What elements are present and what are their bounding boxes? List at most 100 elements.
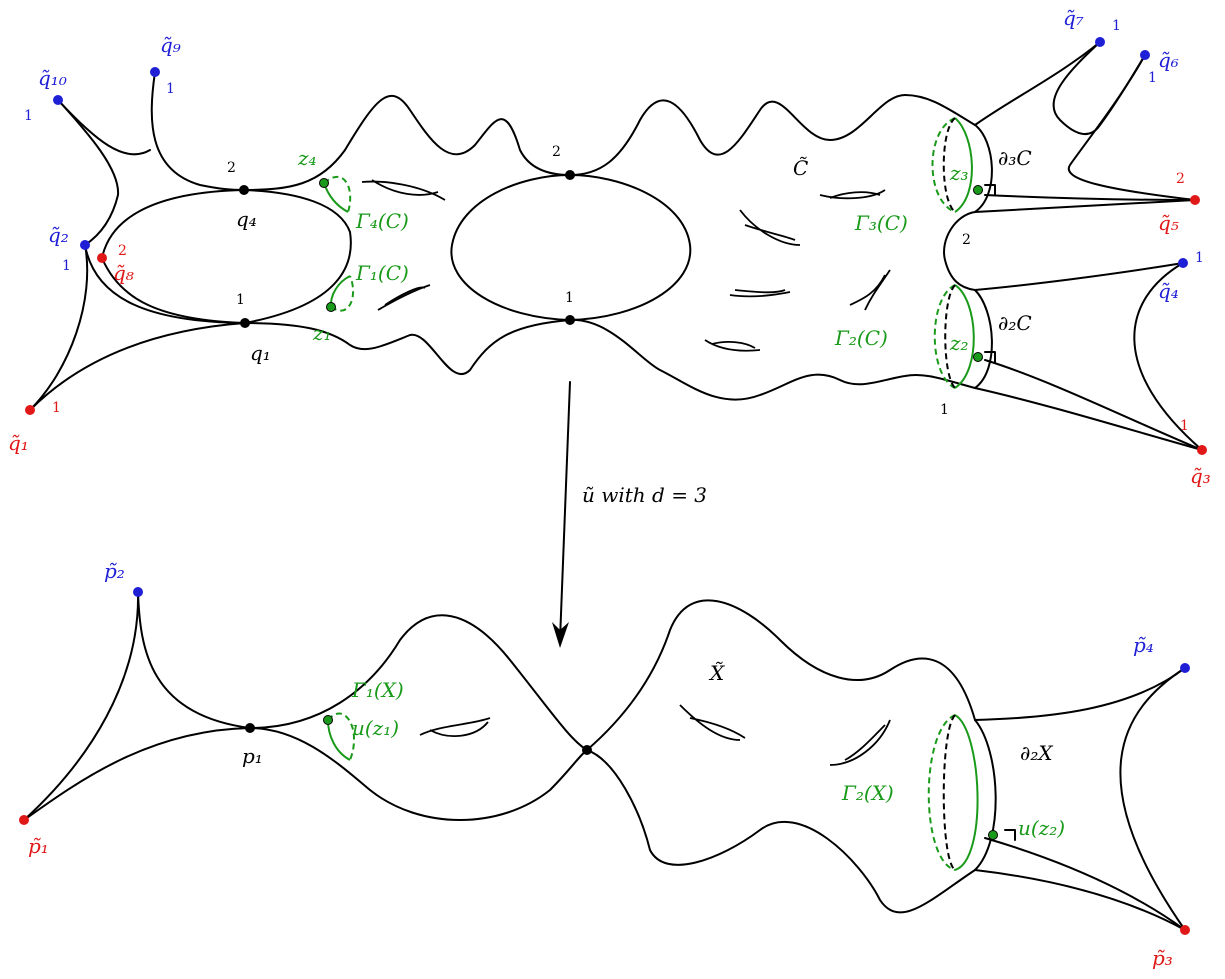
mult-q2: 1 [62,258,71,274]
boundary-d2X [974,719,997,871]
leg-p2-b [23,591,140,821]
puncture-q7 [1095,37,1105,47]
leg-q7 [974,41,1101,126]
mult-q8: 2 [118,243,127,259]
leg-q5-a [984,194,1196,201]
leg-p3-a [984,837,1186,931]
top-surface: C̃ q₄ q₁ ∂₃C ∂₂C Γ₄(C) Γ₁(C) Γ₃(C) Γ₂(C)… [8,6,1211,488]
node-label-q4: q₄ [236,207,257,231]
z-label-3: z₃ [949,161,969,185]
surface-label-X: X̃ [708,661,725,685]
handles-top [361,179,891,352]
mult-mid-bottom: 1 [565,290,574,306]
surface-label-C: C̃ [793,156,808,180]
u-label-z1: u(z₁) [352,716,399,740]
z-label-2: z₂ [949,331,969,355]
puncture-q4 [1178,258,1188,268]
puncture-p4 [1180,663,1190,673]
arrow-label: ũ with d = 3 [582,483,707,507]
mult-q6: 1 [1148,70,1157,86]
mult-node-q4: 2 [227,160,236,176]
mult-q10: 1 [24,108,33,124]
boundary-label-d2X: ∂₂X [1020,741,1053,765]
node-p1 [245,723,255,733]
leg-p3-b [974,869,1186,931]
leg-q3-b [974,387,1203,451]
point-z4 [319,178,329,188]
leg-q1-node-q1 [29,322,246,411]
puncture-q8 [97,253,107,263]
point-z3 [973,185,983,195]
outer-bottom [244,318,976,401]
node-label-p1: p₁ [242,744,263,768]
leg-q7-inner [1052,41,1146,135]
leg-p1 [23,727,251,821]
gamma2X-dash [927,714,956,871]
gamma-label-1C: Γ₁(C) [355,261,409,285]
gamma-label-3C: Γ₃(C) [854,211,908,235]
gamma3C-back [942,117,956,213]
node-label-q1: q₁ [250,341,271,365]
puncture-q1 [25,405,35,415]
gamma1C-solid [329,275,351,308]
boundary-label-d3C: ∂₃C [998,146,1032,170]
point-z1 [326,302,336,312]
z-label-4: z₄ [297,146,317,170]
puncture-label-q8: q̃₈ [113,261,134,285]
gamma-label-2X: Γ₂(X) [841,781,894,805]
puncture-label-q10: q̃₁₀ [38,66,67,90]
puncture-label-p4: p̃₄ [1133,633,1154,657]
mult-node-q1: 1 [236,292,245,308]
outer-top [243,94,976,191]
mult-q3: 1 [1180,418,1189,434]
leg-p4 [974,667,1186,721]
puncture-p2 [133,587,143,597]
outer-top-bottom [249,599,976,751]
puncture-label-q5: q̃₅ [1158,211,1179,235]
mult-q4: 1 [1195,250,1204,266]
mult-mid-top: 2 [552,144,561,160]
boundary-label-d2C: ∂₂C [998,311,1032,335]
leg-q3-a [984,359,1203,451]
point-z2 [973,352,983,362]
bottom-surface: X̃ p₁ ∂₂X Γ₁(X) Γ₂(X) u(z₁) u(z₂) p̃₂ p̃… [19,559,1190,970]
right-angle-marker-3 [984,184,996,196]
right-angle-marker-X [1004,829,1016,841]
gamma2X-solid [954,714,979,871]
leg-q4 [974,262,1184,291]
lobe-left [243,189,352,324]
puncture-label-q9: q̃₉ [160,33,181,57]
handles-bottom [419,704,891,766]
mult-q5: 2 [1176,171,1185,187]
gamma2C-dash [933,284,956,389]
puncture-label-q4: q̃₄ [1158,279,1179,303]
gamma4C-dash [323,175,352,213]
leg-q5-b [974,199,1196,213]
puncture-label-q2: q̃₂ [48,223,69,247]
right-neck [943,211,976,291]
leg-p4-to-p3 [1119,667,1186,931]
puncture-label-p1: p̃₁ [28,834,49,858]
boundary-d2C [974,289,993,389]
gamma2C-solid [954,284,975,389]
leg-q8-node-q1 [101,257,246,324]
boundary-d3C [974,124,993,213]
gamma3C-dash [931,117,956,213]
z-label-1: z₁ [312,321,332,345]
puncture-label-p2: p̃₂ [104,559,125,583]
puncture-q3 [1197,445,1207,455]
puncture-q2 [80,240,90,250]
node-q4 [239,185,249,195]
puncture-p1 [19,815,29,825]
puncture-label-q7: q̃₇ [1063,6,1084,30]
gamma2C-back [944,284,956,389]
point-uz2 [988,830,998,840]
puncture-label-q3: q̃₃ [1190,464,1211,488]
right-angle-marker-2 [984,351,996,363]
mult-q1: 1 [52,400,61,416]
gamma-label-1X: Γ₁(X) [351,678,404,702]
mult-q9: 1 [166,81,175,97]
leg-q10-q8 [57,99,151,156]
gamma-label-4C: Γ₄(C) [355,209,409,233]
